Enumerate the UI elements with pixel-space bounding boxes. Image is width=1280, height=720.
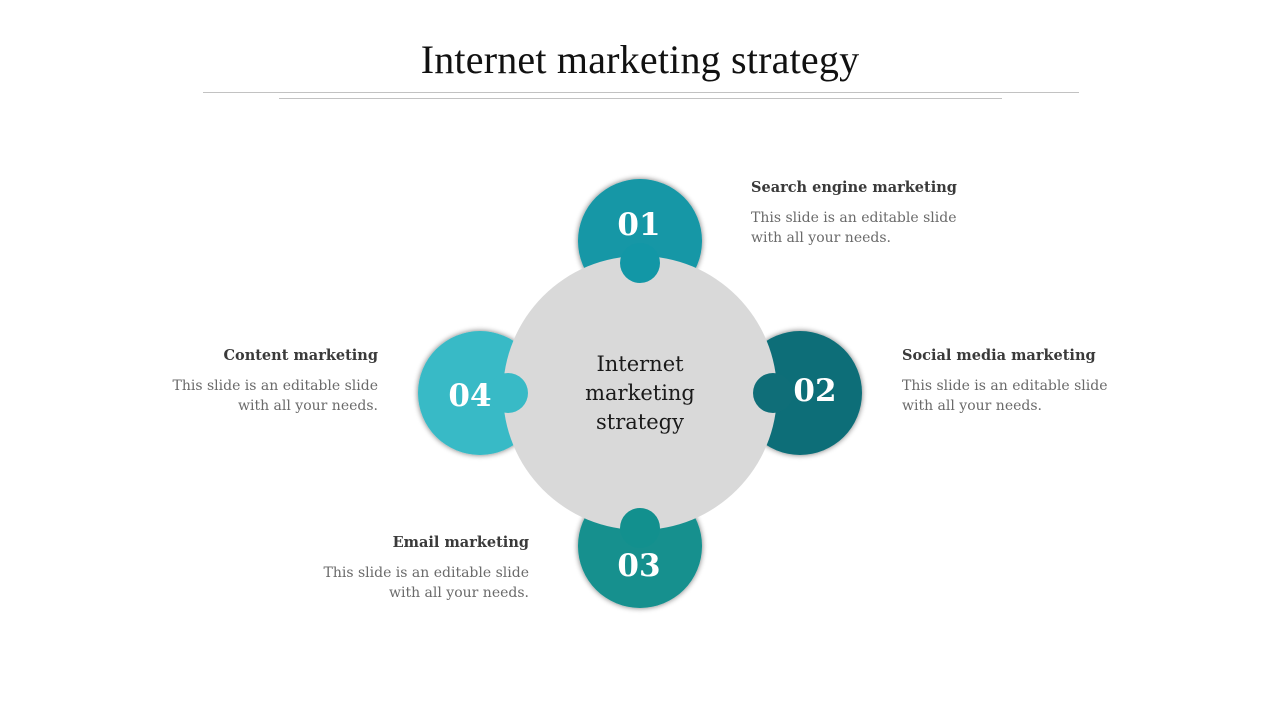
item-02-desc-line1: This slide is an editable slide <box>902 378 1108 394</box>
piece-03-number: 03 <box>617 548 660 584</box>
piece-01-number: 01 <box>617 207 660 243</box>
piece-02-knob <box>753 373 793 413</box>
item-04-desc-line2: with all your needs. <box>238 398 378 414</box>
piece-03-knob <box>620 508 660 548</box>
item-02-desc-line2: with all your needs. <box>902 398 1042 414</box>
item-03-text: Email marketing This slide is an editabl… <box>289 533 530 603</box>
center-label-line3: strategy <box>596 410 684 434</box>
center-label: Internet marketing strategy <box>540 350 740 437</box>
center-label-line1: Internet <box>596 352 684 376</box>
center-circle <box>503 256 777 530</box>
item-01-text: Search engine marketing This slide is an… <box>751 178 991 248</box>
piece-04-knob <box>488 373 528 413</box>
item-02-text: Social media marketing This slide is an … <box>902 346 1142 416</box>
title-divider-top <box>203 92 1079 93</box>
item-01-heading: Search engine marketing <box>751 179 957 196</box>
item-04-desc-line1: This slide is an editable slide <box>172 378 379 394</box>
title-divider-bottom <box>279 98 1002 99</box>
piece-02-number: 02 <box>793 373 836 409</box>
item-02-description: This slide is an editable slide with all… <box>902 376 1142 416</box>
item-03-desc-line1: This slide is an editable slide <box>323 565 530 581</box>
piece-04-number: 04 <box>448 378 491 414</box>
item-03-heading: Email marketing <box>392 534 529 551</box>
item-01-desc-line1: This slide is an editable slide <box>751 210 957 226</box>
item-02-heading: Social media marketing <box>902 347 1096 364</box>
slide-title: Internet marketing strategy <box>420 37 860 82</box>
center-label-line2: marketing <box>585 381 695 405</box>
item-01-desc-line2: with all your needs. <box>751 230 891 246</box>
item-04-heading: Content marketing <box>223 347 378 364</box>
item-03-desc-line2: with all your needs. <box>389 585 529 601</box>
item-01-description: This slide is an editable slide with all… <box>751 208 991 248</box>
item-03-description: This slide is an editable slide with all… <box>289 563 530 603</box>
piece-01-knob <box>620 243 660 283</box>
item-04-text: Content marketing This slide is an edita… <box>138 346 379 416</box>
item-04-description: This slide is an editable slide with all… <box>138 376 379 416</box>
